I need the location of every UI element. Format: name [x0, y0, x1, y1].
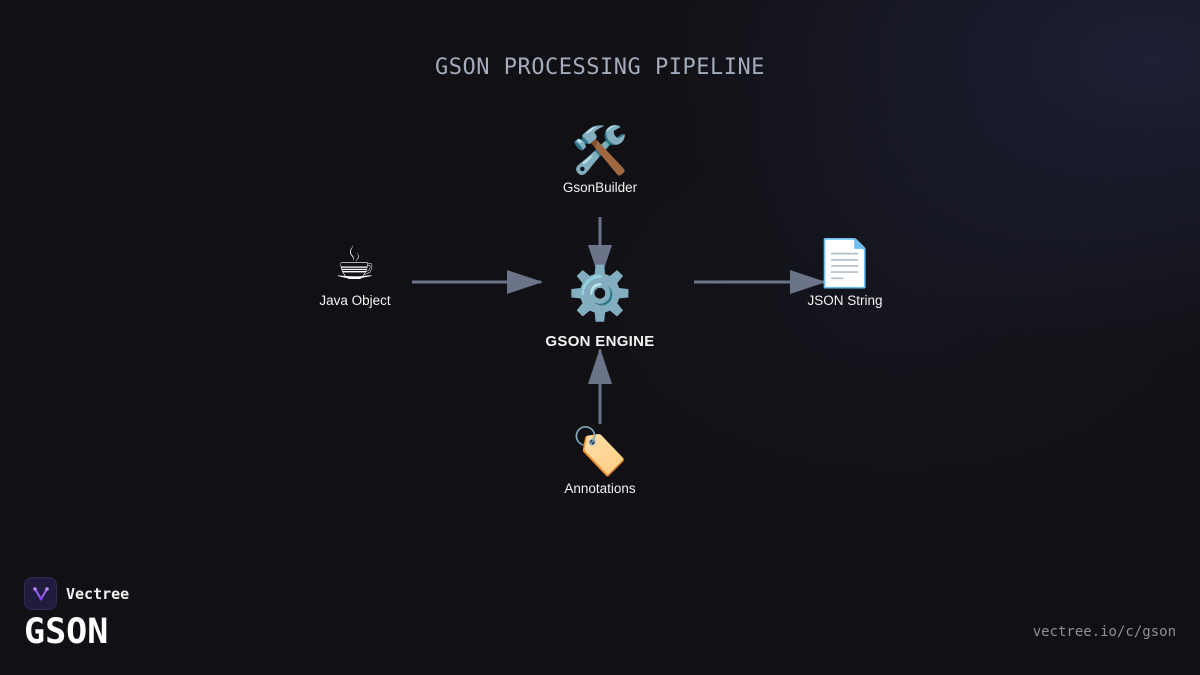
node-json-string: 📄 JSON String	[755, 235, 935, 308]
brand: Vectree	[24, 577, 129, 610]
brand-name: Vectree	[66, 584, 130, 603]
node-label-gson-engine: GSON ENGINE	[545, 333, 655, 350]
node-gson-builder: 🛠️ GsonBuilder	[510, 122, 690, 195]
product-name: GSON	[24, 612, 109, 652]
course-url: vectree.io/c/gson	[1032, 624, 1176, 640]
node-label-annotations: Annotations	[564, 481, 636, 496]
document-icon: 📄	[816, 236, 874, 290]
node-java-object: ☕ Java Object	[265, 235, 445, 308]
hammer-wrench-icon: 🛠️	[571, 123, 629, 177]
tag-icon: 🏷️	[571, 424, 629, 478]
coffee-cup-icon: ☕	[334, 236, 376, 290]
vectree-logo-icon	[24, 577, 57, 610]
node-label-json-string: JSON String	[807, 293, 883, 308]
node-label-java-object: Java Object	[319, 293, 391, 308]
node-label-gson-builder: GsonBuilder	[562, 180, 638, 195]
gear-icon: ⚙️	[567, 264, 633, 324]
node-gson-engine: ⚙️ GSON ENGINE	[510, 263, 690, 350]
diagram-title: GSON PROCESSING PIPELINE	[435, 55, 765, 80]
node-annotations: 🏷️ Annotations	[510, 423, 690, 496]
